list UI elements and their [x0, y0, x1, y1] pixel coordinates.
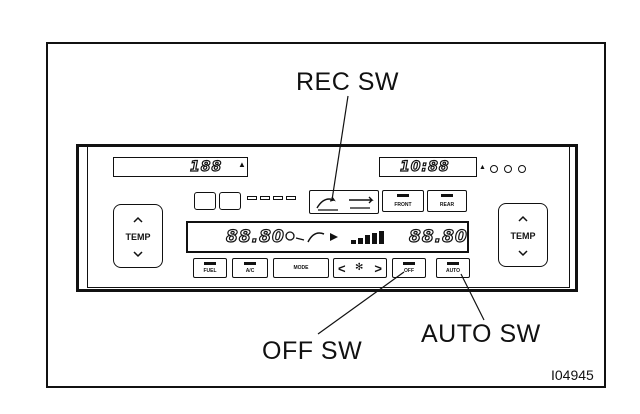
indicator-triangle-icon: ▲: [479, 164, 486, 171]
fuel-label: FUEL: [203, 268, 217, 274]
preset-button-2[interactable]: [219, 192, 241, 210]
front-defroster-label: FRONT: [394, 202, 412, 208]
indicator-dot-3: [518, 165, 526, 173]
set-temp-right: 88.80: [408, 227, 468, 247]
indicator-dash-2: [260, 196, 270, 200]
radio-indicator-icon: ▲: [238, 160, 246, 169]
indicator-dot-2: [504, 165, 512, 173]
rear-defroster-label: REAR: [439, 202, 455, 208]
climate-display: [186, 221, 469, 253]
chevron-down-icon: [133, 251, 143, 258]
indicator-dot-1: [490, 165, 498, 173]
chevron-down-icon: [518, 250, 528, 257]
callout-rec-sw: REC SW: [296, 68, 399, 96]
fresh-air-icon: [349, 196, 374, 209]
temp-left-button[interactable]: TEMP: [113, 204, 163, 268]
auto-button[interactable]: AUTO: [436, 258, 470, 278]
chevron-right-icon: >: [374, 261, 382, 276]
mode-button[interactable]: MODE: [273, 258, 329, 278]
mode-label: MODE: [293, 265, 309, 271]
off-button[interactable]: OFF: [392, 258, 426, 278]
indicator-dash-1: [247, 196, 257, 200]
temp-right-button[interactable]: TEMP: [498, 203, 548, 267]
off-led: [403, 262, 415, 265]
figure-id: I04945: [551, 367, 594, 383]
fan-speed-bars: [351, 231, 384, 244]
clock-time: 10:88: [399, 159, 450, 175]
fuel-button[interactable]: FUEL: [193, 258, 227, 278]
indicator-dash-3: [273, 196, 283, 200]
climate-control-bezel: [87, 146, 570, 288]
ac-led: [244, 262, 256, 265]
fan-speed-button[interactable]: < ✻ >: [333, 258, 387, 278]
auto-sw-leader: [460, 273, 485, 321]
set-temp-left: 88.80: [225, 227, 285, 247]
clock-display: [379, 157, 477, 177]
radio-frequency: 188: [189, 159, 223, 175]
rear-defroster-button[interactable]: REAR: [427, 190, 467, 212]
off-sw-leader: [317, 271, 405, 335]
fan-icon: [285, 231, 338, 243]
front-defroster-button[interactable]: FRONT: [382, 190, 424, 212]
rear-defroster-led: [441, 194, 453, 197]
figure-frame: [46, 42, 606, 388]
fan-icon: ✻: [355, 262, 364, 273]
auto-label: AUTO: [445, 268, 461, 274]
callout-off-sw: OFF SW: [262, 337, 363, 365]
radio-display: [113, 157, 248, 177]
rec-button[interactable]: [309, 190, 379, 214]
temp-left-label: TEMP: [125, 232, 151, 242]
front-defroster-led: [397, 194, 409, 197]
off-label: OFF: [404, 268, 414, 274]
recirculate-air-icon: [316, 196, 338, 211]
indicator-dash-4: [286, 196, 296, 200]
preset-button-1[interactable]: [194, 192, 216, 210]
callout-auto-sw: AUTO SW: [421, 320, 541, 348]
fuel-led: [204, 262, 216, 265]
ac-label: A/C: [245, 268, 255, 274]
ac-button[interactable]: A/C: [232, 258, 268, 278]
temp-right-label: TEMP: [510, 231, 536, 241]
chevron-up-icon: [518, 215, 528, 222]
rec-sw-leader: [331, 95, 349, 201]
chevron-up-icon: [133, 216, 143, 223]
chevron-left-icon: <: [338, 261, 346, 276]
auto-led: [447, 262, 459, 265]
